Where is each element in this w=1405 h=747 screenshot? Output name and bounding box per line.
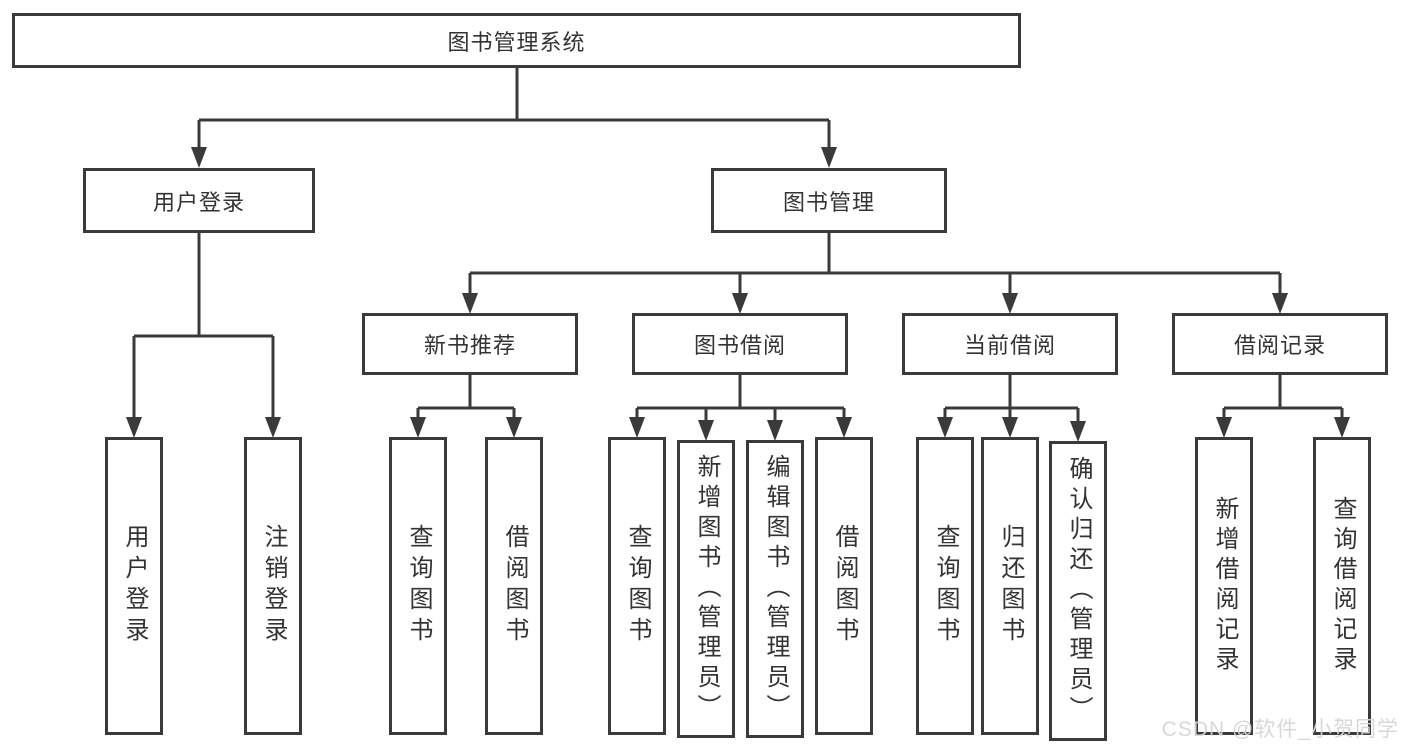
connector-arrowhead [191, 147, 207, 168]
node-bb-edit-books-admin: 编辑图书（管理员） [746, 440, 804, 738]
node-label: 查询图书 [405, 524, 432, 648]
node-label: 图书管理 [782, 189, 875, 215]
node-label: 编辑图书（管理员） [762, 454, 789, 724]
node-leaf-logout: 注销登录 [244, 437, 302, 735]
connector-line [1224, 375, 1342, 410]
node-nbr-query-books: 查询图书 [389, 437, 447, 735]
node-label: 查询图书 [624, 524, 651, 648]
node-label: 查询图书 [932, 524, 959, 648]
connector-arrowhead [265, 417, 281, 438]
node-borrow-records: 借阅记录 [1172, 313, 1388, 375]
node-bb-add-books-admin: 新增图书（管理员） [677, 440, 735, 738]
node-cb-return-books: 归还图书 [981, 437, 1039, 735]
node-cb-confirm-return-admin: 确认归还（管理员） [1049, 441, 1107, 741]
connector-line [470, 233, 1280, 275]
connector-arrowhead [821, 147, 837, 168]
node-label: 图书管理系统 [447, 29, 586, 55]
connector-arrowhead [836, 417, 852, 438]
connector-arrowhead [1272, 293, 1288, 314]
connector-arrowhead [1002, 293, 1018, 314]
connector-line [637, 375, 844, 410]
node-br-add-record: 新增借阅记录 [1195, 437, 1253, 735]
connector-line [418, 375, 514, 410]
node-label: 注销登录 [260, 524, 287, 648]
node-label: 借阅图书 [501, 524, 528, 648]
node-label: 借阅记录 [1233, 333, 1326, 358]
node-label: 新书推荐 [423, 333, 516, 358]
node-root: 图书管理系统 [12, 13, 1021, 68]
node-label: 借阅图书 [831, 524, 858, 648]
node-book-borrow: 图书借阅 [632, 313, 848, 375]
node-bb-borrow-books: 借阅图书 [815, 437, 873, 735]
connector-arrowhead [767, 420, 783, 441]
connector-arrowhead [1070, 421, 1086, 442]
connector-arrowhead [1002, 417, 1018, 438]
node-label: 图书借阅 [693, 333, 786, 358]
node-label: 查询借阅记录 [1329, 496, 1356, 676]
connector-arrowhead [937, 417, 953, 438]
connector-arrowhead [410, 417, 426, 438]
connector-arrowhead [1216, 417, 1232, 438]
node-new-book-recommend: 新书推荐 [362, 313, 578, 375]
node-nbr-borrow-books: 借阅图书 [485, 437, 543, 735]
node-label: 用户登录 [152, 189, 245, 215]
node-bb-query-books: 查询图书 [608, 437, 666, 735]
node-leaf-user-login: 用户登录 [105, 437, 163, 735]
node-label: 确认归还（管理员） [1065, 456, 1092, 726]
node-label: 归还图书 [997, 524, 1024, 648]
node-cb-query-books: 查询图书 [916, 437, 974, 735]
connector-arrowhead [629, 417, 645, 438]
connector-arrowhead [126, 417, 142, 438]
node-br-query-record: 查询借阅记录 [1313, 437, 1371, 735]
node-current-borrow: 当前借阅 [902, 313, 1118, 375]
node-label: 用户登录 [121, 524, 148, 648]
connector-arrowhead [1334, 417, 1350, 438]
connector-arrowhead [698, 420, 714, 441]
node-label: 新增图书（管理员） [693, 454, 720, 724]
node-label: 当前借阅 [963, 333, 1056, 358]
connector-line [134, 233, 273, 338]
connector-line [199, 68, 829, 122]
node-user-login: 用户登录 [83, 168, 315, 233]
watermark: CSDN @软件_小贺同学 [1161, 718, 1399, 741]
connector-arrowhead [462, 293, 478, 314]
node-label: 新增借阅记录 [1211, 496, 1238, 676]
connector-arrowhead [732, 293, 748, 314]
connector-line [945, 375, 1078, 410]
node-book-management: 图书管理 [711, 168, 947, 233]
connector-arrowhead [506, 417, 522, 438]
